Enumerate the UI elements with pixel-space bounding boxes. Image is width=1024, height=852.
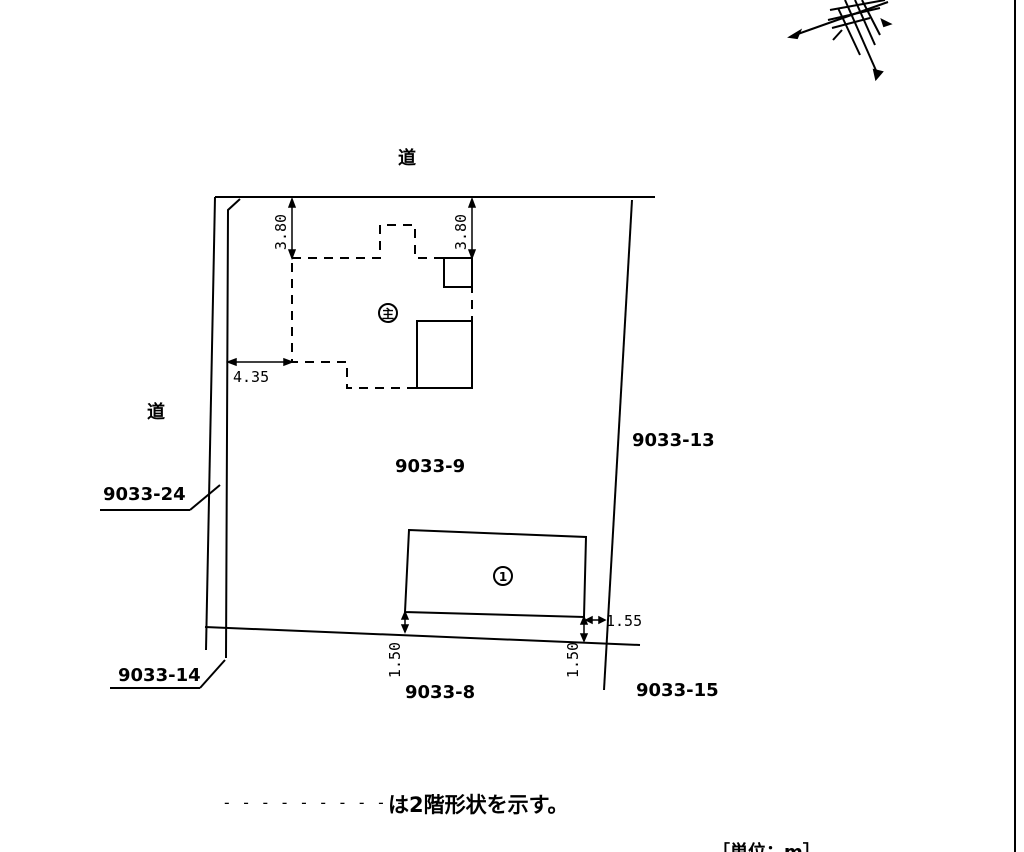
road-west-label: 道: [147, 401, 165, 423]
parcel-main-label: 9033-9: [395, 456, 465, 477]
dim-west: 4.35: [233, 368, 269, 386]
north-arrow-icon: [787, 0, 893, 82]
unit-label: ［単位：m］: [712, 841, 821, 852]
parcel-south-label: 9033-8: [405, 682, 475, 703]
legend-text: は2階形状を示す。: [388, 793, 569, 817]
parcel-west-label: 9033-24: [103, 484, 186, 505]
dim-north-right: 3.80: [452, 214, 470, 250]
annex-building-marker: [493, 566, 513, 586]
leader-line: [189, 484, 221, 511]
annex-building-outline: [403, 528, 588, 619]
main-building-symbol: 主: [382, 306, 394, 321]
legend-line-sample: - - - - - - - - - -: [222, 793, 405, 812]
dim-south-left: 1.50: [386, 642, 404, 678]
main-building-marker: [378, 303, 398, 323]
dim-south-right: 1.50: [564, 642, 582, 678]
parcel-southeast-label: 9033-15: [636, 680, 719, 701]
leader-line: [199, 659, 226, 689]
parcel-east-label: 9033-13: [632, 430, 715, 451]
dim-east-annex: 1.55: [606, 612, 642, 630]
main-building-small-block: [443, 257, 473, 288]
annex-building-symbol: 1: [499, 570, 507, 584]
parcel-southwest-label: 9033-14: [118, 665, 201, 686]
main-building-1f-block: [416, 320, 473, 389]
road-north-label: 道: [398, 147, 416, 169]
dim-north-left: 3.80: [272, 214, 290, 250]
dimension-lines: [225, 196, 607, 643]
lot-boundaries: [100, 196, 655, 691]
